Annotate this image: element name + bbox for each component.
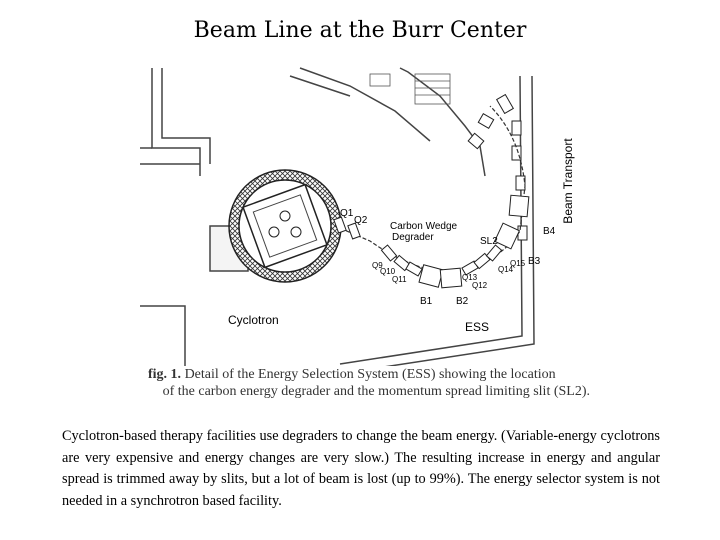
label-b2: B2 [456, 296, 469, 307]
figure-caption: fig. 1. Detail of the Energy Selection S… [120, 366, 590, 400]
body-paragraph: Cyclotron-based therapy facilities use d… [62, 428, 660, 509]
label-degrader: Degrader [392, 232, 434, 243]
label-ess: ESS [465, 320, 489, 334]
caption-line-2: of the carbon energy degrader and the mo… [162, 384, 590, 399]
label-q10: Q10 [380, 267, 396, 276]
label-b3: B3 [528, 256, 541, 267]
label-sl2: SL2 [480, 236, 498, 247]
label-q2: Q2 [354, 215, 368, 226]
ess-magnets [333, 194, 530, 289]
label-beam-transport: Beam Transport [561, 138, 575, 224]
label-q1: Q1 [340, 208, 354, 219]
label-q12: Q12 [472, 281, 488, 290]
beam-line-drawing: Beam Transport Carbon Wedge Degrader Cyc… [140, 67, 575, 375]
caption-line-1: Detail of the Energy Selection System (E… [184, 367, 556, 382]
label-q13: Q13 [462, 273, 478, 282]
stairs [369, 73, 451, 105]
caption-prefix: fig. 1. [148, 367, 182, 382]
page-title: Beam Line at the Burr Center [193, 18, 527, 43]
upper-beam-chain [467, 93, 528, 241]
label-q9: Q9 [372, 261, 383, 270]
label-carbon-wedge: Carbon Wedge [390, 221, 458, 232]
beam-line-diagram: Beam Transport Carbon Wedge Degrader Cyc… [140, 66, 585, 375]
label-b1: B1 [420, 296, 433, 307]
label-q14: Q14 [498, 265, 514, 274]
label-cyclotron: Cyclotron [228, 313, 279, 327]
label-b4: B4 [543, 226, 556, 237]
label-q15: Q15 [510, 259, 526, 268]
cyclotron [228, 169, 342, 283]
label-q11: Q11 [392, 275, 407, 284]
